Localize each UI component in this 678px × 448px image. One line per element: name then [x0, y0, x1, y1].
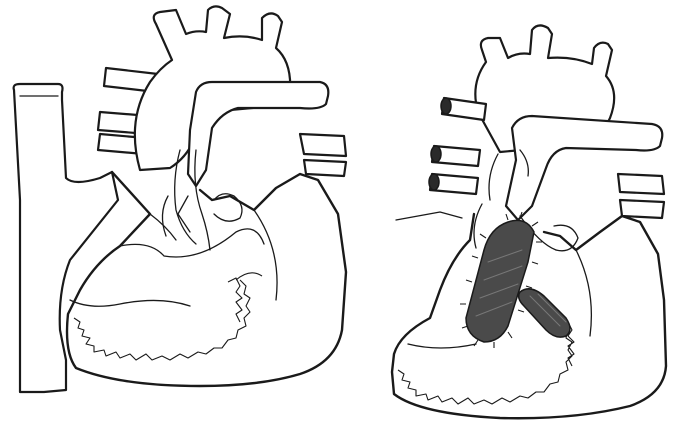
right-catheter-line [396, 212, 462, 220]
right-vein-cap-middle [431, 146, 441, 162]
right-vein-cap-upper [441, 98, 451, 114]
right-vein-cap-lower [429, 174, 439, 190]
right-la-vein-lower [620, 200, 664, 218]
right-small-device-body [519, 289, 570, 337]
right-la-vein-upper [618, 174, 664, 194]
right-large-device-body [466, 220, 534, 342]
right-small-device [519, 289, 570, 337]
